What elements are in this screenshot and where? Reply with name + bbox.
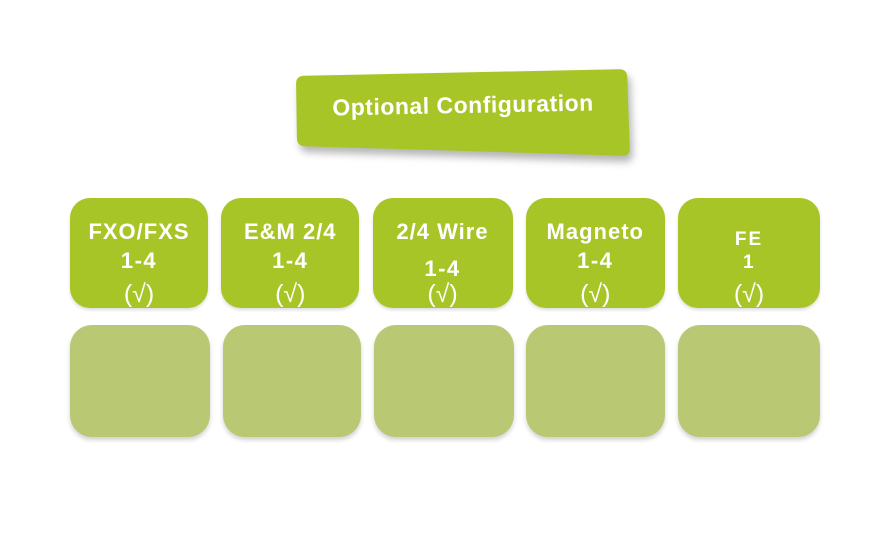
module-card-fxo-fxs: FXO/FXS 1-4 (√) — [70, 198, 208, 308]
module-title: FE — [734, 229, 764, 250]
check-mark: (√) — [123, 279, 155, 308]
module-range: 1-4 — [272, 248, 309, 274]
module-range: 1-4 — [577, 248, 614, 274]
banner-ribbon-path — [296, 69, 630, 156]
empty-slot-3 — [373, 325, 514, 437]
module-title: FXO/FXS — [88, 219, 190, 244]
module-card-em-24: E&M 2/4 1-4 (√) — [221, 198, 360, 308]
empty-slot-4 — [526, 325, 666, 437]
check-mark: (√) — [580, 279, 611, 308]
module-range: 1-4 — [424, 256, 461, 282]
module-range: 1 — [742, 251, 756, 273]
check-mark: (√) — [427, 280, 458, 309]
module-title: E&M 2/4 — [243, 219, 337, 244]
banner: Optional Configuration — [288, 60, 638, 162]
module-card-24-wire: 2/4 Wire 1-4 (√) — [372, 198, 513, 309]
module-title: 2/4 Wire — [396, 219, 489, 244]
module-card-magneto: Magneto 1-4 (√) — [525, 198, 665, 308]
banner-title: Optional Configuration — [332, 88, 594, 121]
module-title: Magneto — [546, 219, 644, 244]
module-card-row: FXO/FXS 1-4 (√) E&M 2/4 1-4 (√) 2/4 Wire… — [70, 198, 820, 308]
empty-slot-5 — [678, 325, 820, 437]
empty-slot-2 — [222, 325, 361, 437]
banner-ribbon-shape — [296, 69, 630, 156]
check-mark: (√) — [275, 279, 306, 308]
module-card-fe: FE 1 (√) — [678, 198, 820, 308]
empty-slot-1 — [70, 325, 210, 437]
module-range: 1-4 — [120, 248, 158, 274]
empty-slot-row — [70, 325, 820, 437]
check-mark: (√) — [733, 279, 765, 308]
